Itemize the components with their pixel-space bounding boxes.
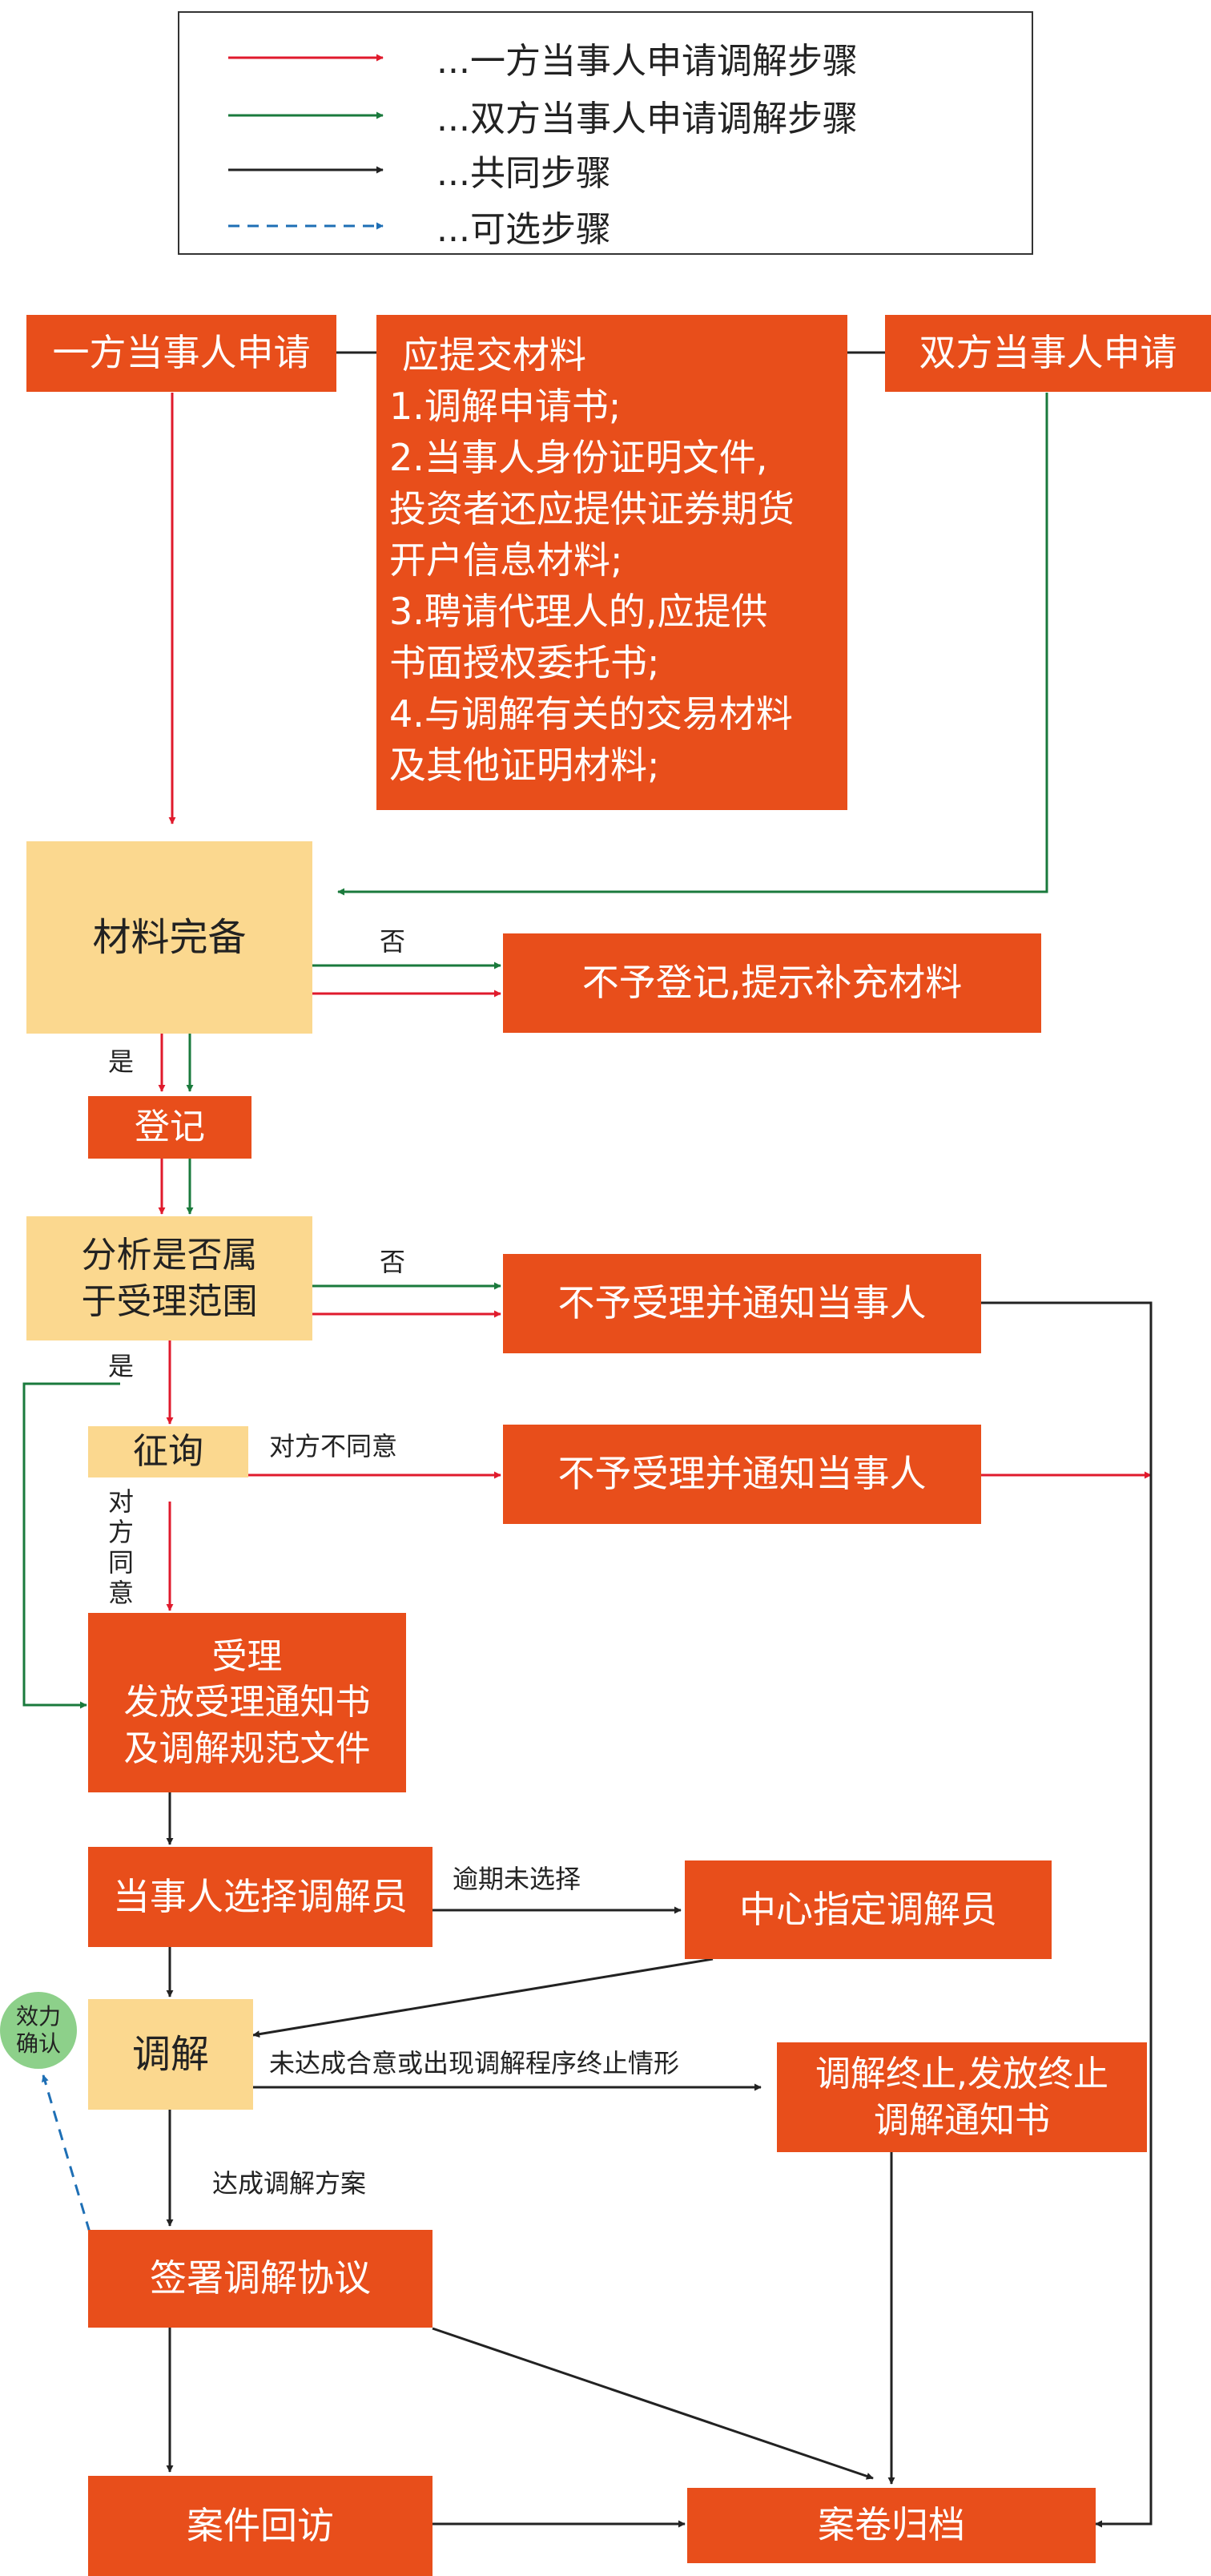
materials-item: 2.当事人身份证明文件, (389, 436, 768, 479)
legend-common: ...共同步骤 (437, 153, 611, 194)
edge-label-reached: 达成调解方案 (212, 2168, 367, 2199)
legend-arrows (228, 54, 384, 230)
analyze-scope-node: 分析是否属 于受理范围 (26, 1216, 312, 1340)
edge-label-yes: 是 (108, 1046, 135, 1077)
one-party-apply-node: 一方当事人申请 (26, 315, 336, 392)
edge-label-no: 否 (380, 926, 406, 957)
edge-label-no: 否 (380, 1247, 406, 1277)
materials-item: 3.聘请代理人的,应提供 (389, 590, 768, 633)
materials-item: 投资者还应提供证券期货 (389, 487, 795, 530)
mediate-node: 调解 (88, 1999, 253, 2110)
materials-item: 4.与调解有关的交易材料 (389, 692, 793, 736)
materials-item: 开户信息材料; (389, 538, 623, 582)
materials-item: 书面授权委托书; (389, 641, 660, 684)
accept-line: 及调解规范文件 (123, 1727, 371, 1769)
not-accept-node-1: 不予受理并通知当事人 (503, 1254, 981, 1353)
legend-both-parties: ...双方当事人申请调解步骤 (437, 99, 858, 139)
terminate-line: 调解终止,发放终止 (815, 2054, 1108, 2095)
edge-label-overdue: 逾期未选择 (453, 1864, 581, 1894)
register-node: 登记 (88, 1096, 251, 1159)
materials-item: 及其他证明材料; (389, 744, 660, 787)
terminate-node: 调解终止,发放终止 调解通知书 (777, 2042, 1147, 2152)
analyze-line: 分析是否属 (81, 1235, 258, 1276)
sign-agreement-node: 签署调解协议 (88, 2230, 432, 2328)
accept-line: 发放受理通知书 (123, 1682, 371, 1723)
both-party-apply-node: 双方当事人申请 (885, 315, 1211, 392)
revisit-node: 案件回访 (88, 2476, 432, 2576)
not-registered-node: 不予登记,提示补充材料 (503, 933, 1041, 1033)
materials-title: 应提交材料 (402, 333, 586, 377)
materials-item: 1.调解申请书; (389, 385, 622, 428)
effect-line: 效力 (15, 2003, 61, 2030)
choose-mediator-node: 当事人选择调解员 (88, 1847, 432, 1947)
accept-node: 受理 发放受理通知书 及调解规范文件 (88, 1613, 406, 1792)
legend-optional: ...可选步骤 (437, 209, 611, 250)
effect-line: 确认 (15, 2030, 61, 2057)
center-assign-node: 中心指定调解员 (685, 1860, 1052, 1959)
edge-label-not-reached: 未达成合意或出现调解程序终止情形 (269, 2048, 680, 2078)
legend-box (178, 11, 1033, 255)
inquiry-node: 征询 (88, 1426, 248, 1477)
legend-one-party: ...一方当事人申请调解步骤 (437, 41, 858, 82)
archive-node: 案卷归档 (687, 2488, 1096, 2563)
analyze-line: 于受理范围 (81, 1280, 258, 1322)
not-accept-node-2: 不予受理并通知当事人 (503, 1425, 981, 1524)
edge-label-yes: 是 (108, 1351, 135, 1381)
edge-label-other-disagree: 对方不同意 (269, 1431, 398, 1461)
edge-label-other-agree: 对方同意 (108, 1486, 135, 1608)
terminate-line: 调解通知书 (874, 2099, 1050, 2141)
materials-node: 应提交材料 1.调解申请书; 2.当事人身份证明文件, 投资者还应提供证券期货 … (376, 315, 847, 810)
materials-complete-node: 材料完备 (26, 841, 312, 1034)
accept-line: 受理 (211, 1636, 283, 1678)
effect-confirm-node: 效力 确认 (0, 1992, 77, 2069)
